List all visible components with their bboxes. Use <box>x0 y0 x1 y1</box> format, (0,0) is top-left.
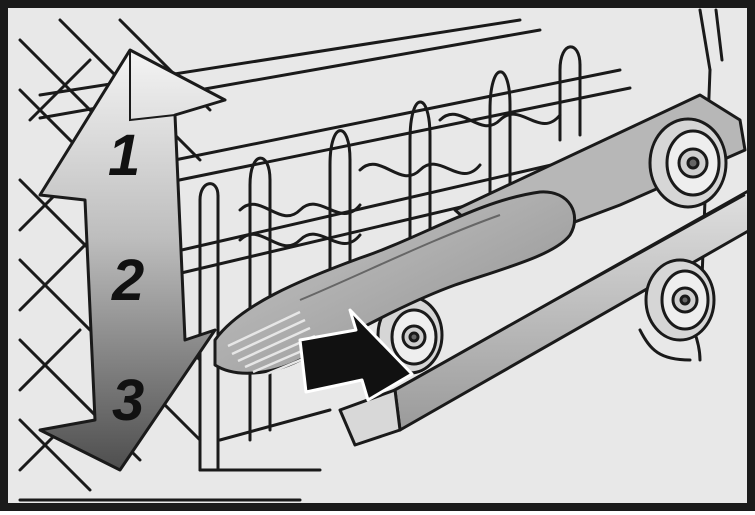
level-label-2: 2 <box>111 248 144 313</box>
wheel-icon <box>650 119 726 207</box>
wheel-icon <box>646 260 714 340</box>
level-label-3: 3 <box>112 368 144 433</box>
level-label-1: 1 <box>108 123 140 188</box>
